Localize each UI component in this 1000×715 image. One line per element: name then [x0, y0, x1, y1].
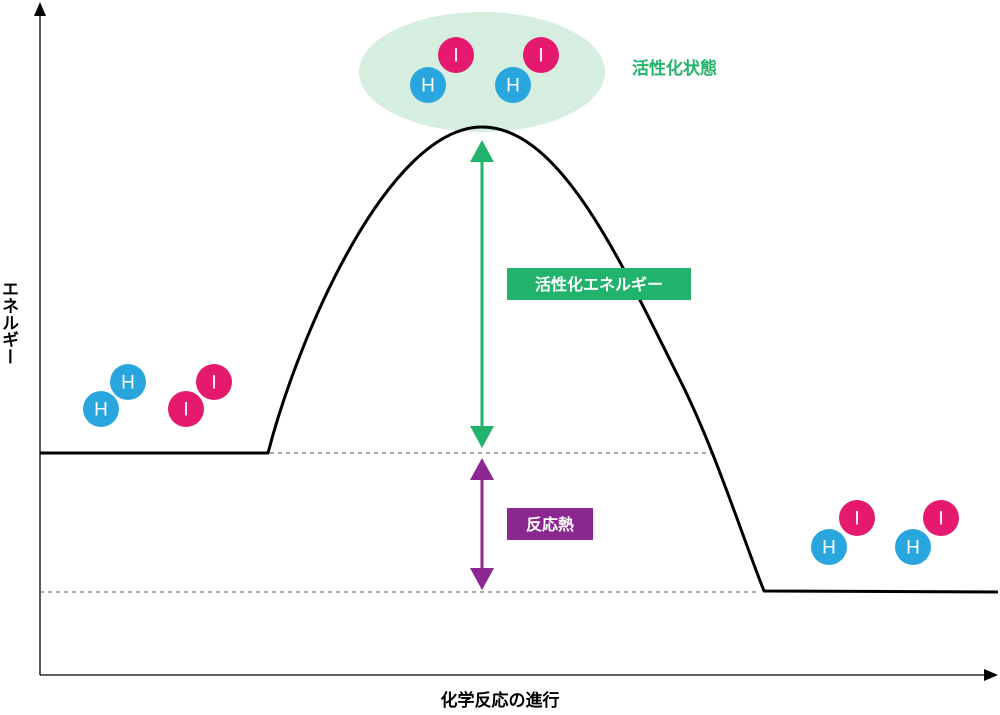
hydrogen-atom-label: H — [421, 76, 435, 97]
iodine-atom-label: I — [854, 509, 859, 530]
hydrogen-atom — [495, 67, 531, 103]
activated-state-label: 活性化状態 — [632, 58, 717, 79]
energy-curve — [40, 125, 999, 594]
activated-complex-left: I H — [410, 37, 474, 103]
iodine-atom — [196, 364, 232, 400]
activated-complex-right: I H — [495, 37, 559, 103]
iodine-atom — [438, 37, 474, 73]
hydrogen-atom-label: H — [506, 76, 520, 97]
iodine-atom — [923, 500, 959, 536]
hydrogen-atom-label: H — [906, 538, 920, 559]
hydrogen-molecule-reactant: H H — [83, 364, 146, 427]
y-axis-label: エネルギー — [0, 280, 19, 365]
y-axis-arrow-icon — [34, 2, 46, 16]
hydrogen-atom — [410, 67, 446, 103]
hydrogen-atom-label: H — [94, 400, 108, 421]
x-axis-label: 化学反応の進行 — [441, 690, 560, 711]
iodine-atom-label: I — [538, 46, 543, 67]
reaction-heat-arrow-icon — [470, 458, 494, 590]
iodine-atom-label: I — [183, 400, 188, 421]
hydrogen-atom — [895, 529, 931, 565]
iodine-atom — [839, 500, 875, 536]
iodine-atom-label: I — [211, 373, 216, 394]
activated-state-bubble — [359, 12, 605, 132]
hydrogen-atom — [811, 529, 847, 565]
iodine-atom — [523, 37, 559, 73]
hydrogen-iodide-molecule: I H — [895, 500, 959, 565]
iodine-molecule-reactant: I I — [168, 364, 232, 427]
reaction-heat-label: 反応熱 — [526, 515, 574, 534]
hydrogen-atom-label: H — [822, 538, 836, 559]
x-axis-arrow-icon — [984, 669, 998, 681]
activation-energy-label: 活性化エネルギー — [535, 275, 663, 294]
reaction-heat-badge — [507, 508, 593, 540]
activation-energy-arrow-icon — [470, 140, 494, 448]
iodine-atom — [168, 391, 204, 427]
hydrogen-atom-label: H — [121, 373, 135, 394]
hydrogen-atom — [110, 364, 146, 400]
activation-energy-badge — [507, 268, 691, 300]
iodine-atom-label: I — [453, 46, 458, 67]
iodine-atom-label: I — [938, 509, 943, 530]
hydrogen-atom — [83, 391, 119, 427]
hydrogen-iodide-molecule: I H — [811, 500, 875, 565]
